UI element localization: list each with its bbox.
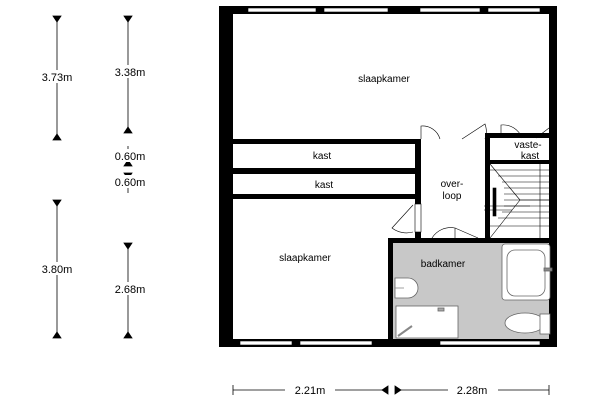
bottom-windows	[239, 340, 541, 346]
door-swings	[391, 123, 550, 239]
room-label-vastekast-1: vaste-	[514, 140, 541, 151]
room-label-overloop-2: loop	[443, 191, 462, 202]
room-label-vastekast-2: kast	[521, 151, 540, 162]
room-label-slaapkamer-bottom: slaapkamer	[279, 253, 331, 264]
dimension-lines-bottom	[232, 385, 550, 395]
dimension-left-inner-2: 0.60m	[115, 151, 146, 163]
staircase	[484, 163, 549, 239]
dimension-left-inner-3: 0.60m	[115, 177, 146, 189]
room-label-kast-1: kast	[313, 151, 332, 162]
room-label-slaapkamer-top: slaapkamer	[358, 74, 410, 85]
dimension-left-outer-bottom: 3.80m	[42, 264, 73, 276]
interior-walls	[233, 133, 553, 342]
dimension-bottom-left: 2.21m	[295, 385, 326, 397]
dimension-bottom-right: 2.28m	[457, 385, 488, 397]
dimension-left-inner-4: 2.68m	[115, 284, 146, 296]
room-label-overloop-1: over-	[441, 179, 464, 190]
bathtub	[501, 243, 553, 301]
dimension-left-inner-1: 3.38m	[115, 67, 146, 79]
toilet	[504, 312, 551, 335]
dimension-lines-left-outer	[52, 15, 62, 339]
dimension-label-backgrounds	[32, 65, 498, 396]
dimension-lines-left-inner	[123, 15, 133, 339]
shower-tray	[395, 305, 459, 339]
sink	[394, 277, 419, 299]
top-windows	[247, 7, 541, 13]
dimension-left-outer-top: 3.73m	[42, 72, 73, 84]
room-label-kast-2: kast	[315, 180, 334, 191]
room-label-badkamer: badkamer	[421, 259, 466, 270]
overloop-door-frame	[414, 203, 422, 233]
